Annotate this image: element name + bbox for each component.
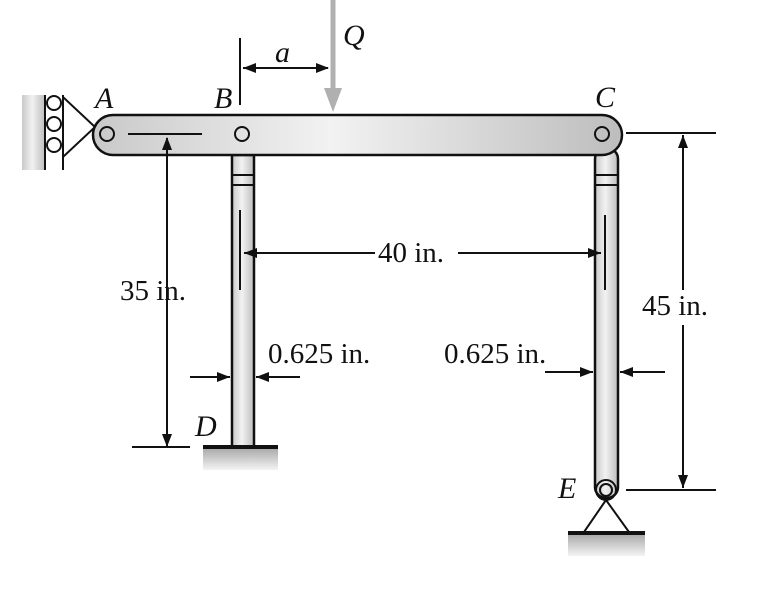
pin-b	[234, 126, 250, 142]
label-dim-a: a	[275, 36, 290, 69]
dim-text-ce-width: 0.625 in.	[444, 338, 546, 370]
label-e: E	[557, 472, 576, 505]
dimension-a	[239, 38, 329, 105]
label-q: Q	[343, 19, 365, 52]
dimension-35in	[128, 133, 202, 448]
dimension-bd-width	[190, 372, 300, 382]
label-b: B	[214, 82, 232, 115]
dim-text-40in: 40 in.	[378, 237, 444, 269]
column-bd	[230, 153, 256, 449]
pin-c	[594, 126, 610, 142]
label-d: D	[194, 410, 217, 443]
label-a: A	[93, 82, 114, 115]
label-c: C	[595, 81, 616, 114]
dimension-45in	[626, 132, 716, 491]
roller-support-a	[22, 94, 97, 170]
dimension-ce-width	[545, 367, 665, 377]
beam-abc	[91, 113, 624, 157]
pin-support-e	[568, 479, 645, 556]
dim-text-35in: 35 in.	[120, 275, 186, 307]
dimension-40in	[239, 210, 606, 290]
fixed-support-d	[203, 445, 278, 470]
pin-a	[99, 126, 115, 142]
column-ce	[593, 146, 620, 500]
dim-text-bd-width: 0.625 in.	[268, 338, 370, 370]
dim-text-45in: 45 in.	[642, 290, 708, 322]
load-q-arrow	[324, 0, 342, 112]
